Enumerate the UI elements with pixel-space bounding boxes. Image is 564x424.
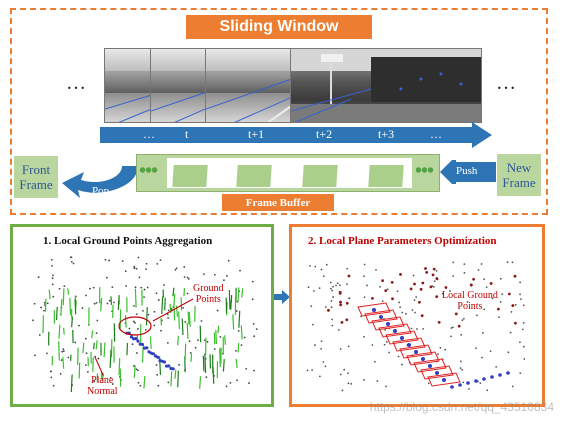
front-frame-box: Front Frame	[14, 156, 58, 198]
timeline-label-t: t	[185, 127, 189, 141]
frame-buffer-inner	[167, 158, 412, 188]
sliding-window-title: Sliding Window	[186, 15, 372, 39]
plane-optimization-title: 2. Local Plane Parameters Optimization	[308, 235, 497, 247]
buffer-dots-right: •••	[415, 160, 434, 182]
optimized-plane-cloud	[306, 261, 526, 392]
buffer-slot	[236, 165, 272, 187]
timeline-label-t-plus-3: t+3	[378, 127, 395, 141]
panel-transition-arrow	[274, 290, 290, 304]
pop-arrow	[62, 166, 138, 198]
local-ground-points-label: Local Ground Points	[442, 290, 498, 312]
sliding-window-frame	[10, 8, 548, 215]
timeline-label-t-plus-2: t+2	[316, 127, 333, 141]
buffer-slot	[172, 165, 208, 187]
pop-label: Pop	[92, 185, 110, 197]
plane-optimization-panel: 2. Local Plane Parameters Optimization L…	[289, 224, 545, 407]
timeline-label-ellipsis-end: …	[430, 127, 442, 141]
aggregated-point-cloud	[32, 256, 258, 393]
ground-aggregation-title: 1. Local Ground Points Aggregation	[43, 235, 213, 247]
frame-buffer-label: Frame Buffer	[222, 194, 334, 211]
buffer-slot	[302, 165, 338, 187]
ground-points-label: Ground Points	[193, 283, 224, 305]
buffer-dots-left: •••	[139, 160, 158, 182]
plane-normal-label: Plane Normal	[87, 375, 118, 397]
camera-frame-current	[290, 48, 482, 123]
push-label: Push	[456, 165, 478, 177]
ellipsis-left: …	[66, 72, 86, 94]
buffer-slot	[368, 165, 404, 187]
timeline-label-t-plus-1: t+1	[248, 127, 265, 141]
timeline-arrow	[100, 122, 492, 148]
new-frame-box: New Frame	[497, 154, 541, 196]
timeline-label-ellipsis-start: …	[143, 127, 155, 141]
watermark: https://blog.csdn.net/qq_43510834	[369, 400, 554, 414]
frame-buffer: ••• •••	[136, 154, 440, 192]
ellipsis-right: …	[496, 72, 516, 94]
ground-aggregation-panel: 1. Local Ground Points Aggregation Groun…	[10, 224, 274, 407]
push-arrow	[440, 160, 496, 184]
